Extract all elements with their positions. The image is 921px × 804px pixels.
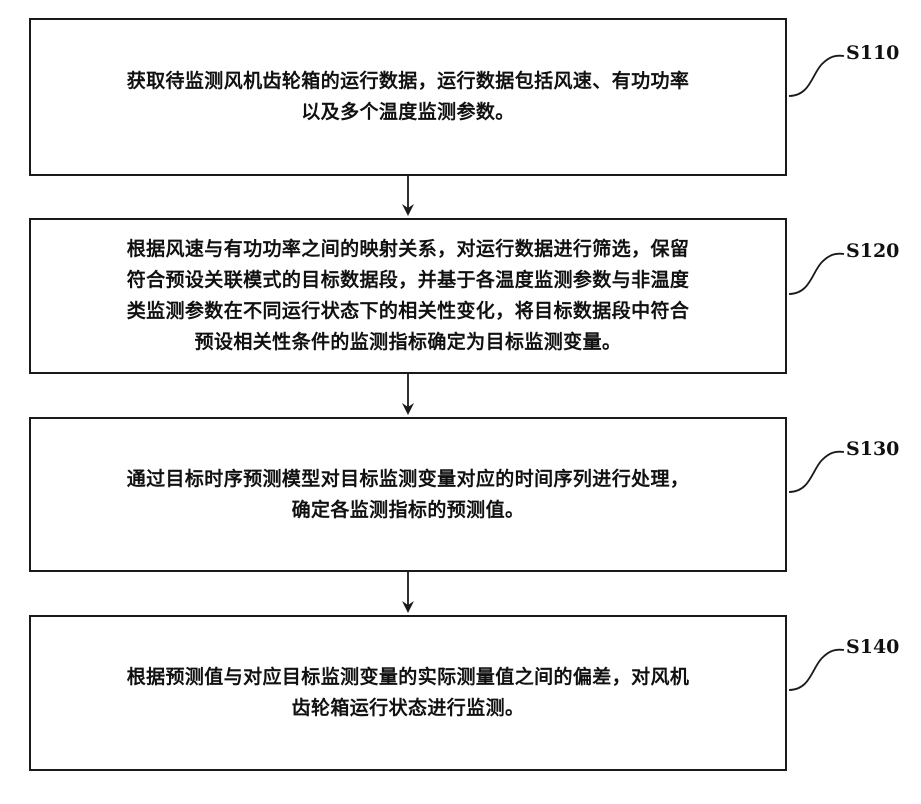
step-label-s140: S140: [846, 636, 899, 658]
step-text-s130: 通过目标时序预测模型对目标监测变量对应的时间序列进行处理， 确定各监测指标的预测…: [127, 464, 690, 526]
step-line: 预设相关性条件的监测指标确定为目标监测变量。: [127, 327, 690, 358]
step-line: 通过目标时序预测模型对目标监测变量对应的时间序列进行处理，: [127, 464, 690, 495]
step-line: 符合预设关联模式的目标数据段，并基于各温度监测参数与非温度: [127, 265, 690, 296]
leader-line-s120: [789, 254, 844, 294]
step-line: 齿轮箱运行状态进行监测。: [127, 693, 690, 724]
step-label-s120: S120: [846, 240, 899, 262]
leader-line-s130: [789, 452, 844, 492]
step-box-s140: 根据预测值与对应目标监测变量的实际测量值之间的偏差，对风机 齿轮箱运行状态进行监…: [29, 615, 787, 771]
step-text-s140: 根据预测值与对应目标监测变量的实际测量值之间的偏差，对风机 齿轮箱运行状态进行监…: [127, 662, 690, 724]
arrow-s110-to-s120: [402, 176, 414, 216]
step-text-s110: 获取待监测风机齿轮箱的运行数据，运行数据包括风速、有功功率 以及多个温度监测参数…: [127, 66, 690, 128]
step-line: 以及多个温度监测参数。: [127, 97, 690, 128]
step-text-s120: 根据风速与有功功率之间的映射关系，对运行数据进行筛选，保留 符合预设关联模式的目…: [127, 234, 690, 358]
leader-line-s110: [789, 56, 844, 96]
step-line: 根据预测值与对应目标监测变量的实际测量值之间的偏差，对风机: [127, 662, 690, 693]
arrow-s130-to-s140: [402, 572, 414, 613]
step-line: 根据风速与有功功率之间的映射关系，对运行数据进行筛选，保留: [127, 234, 690, 265]
step-label-s110: S110: [846, 42, 899, 64]
step-line: 获取待监测风机齿轮箱的运行数据，运行数据包括风速、有功功率: [127, 66, 690, 97]
step-line: 类监测参数在不同运行状态下的相关性变化，将目标数据段中符合: [127, 296, 690, 327]
leader-line-s140: [789, 650, 844, 690]
step-box-s120: 根据风速与有功功率之间的映射关系，对运行数据进行筛选，保留 符合预设关联模式的目…: [29, 218, 787, 374]
step-box-s110: 获取待监测风机齿轮箱的运行数据，运行数据包括风速、有功功率 以及多个温度监测参数…: [29, 18, 787, 176]
arrow-s120-to-s130: [402, 374, 414, 415]
step-box-s130: 通过目标时序预测模型对目标监测变量对应的时间序列进行处理， 确定各监测指标的预测…: [29, 417, 787, 572]
step-line: 确定各监测指标的预测值。: [127, 495, 690, 526]
step-label-s130: S130: [846, 438, 899, 460]
